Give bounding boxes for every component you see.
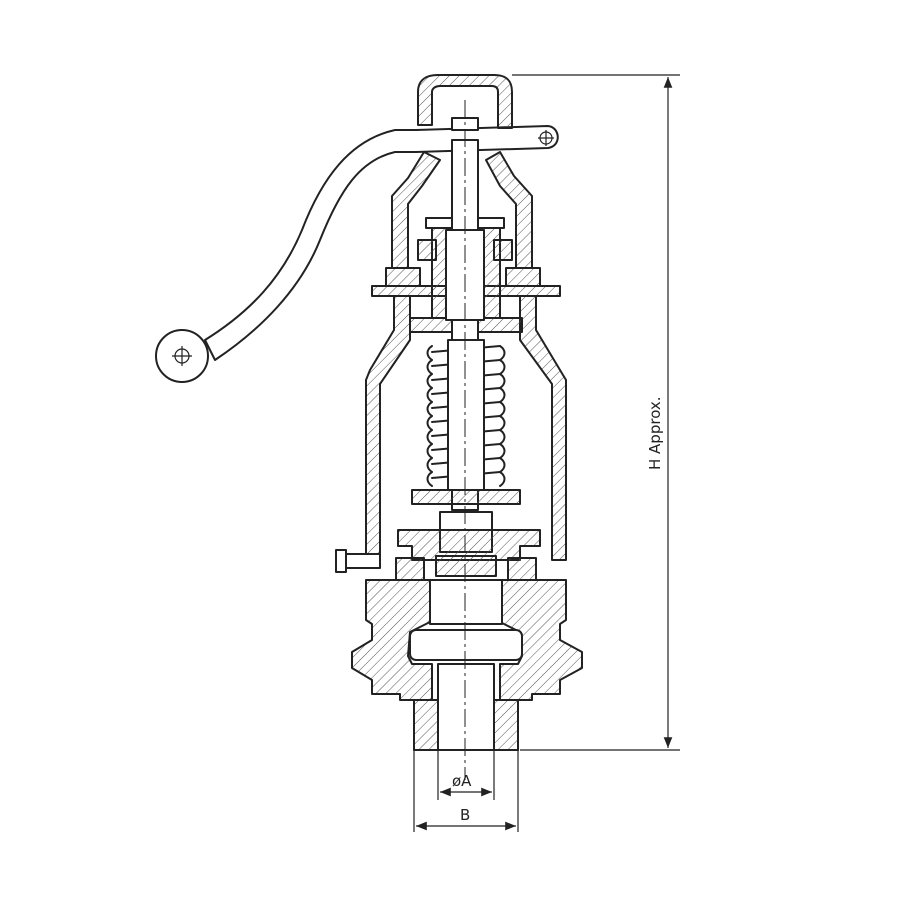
inlet-nozzle: [413, 663, 519, 751]
bonnet-hood: [371, 151, 561, 297]
thread-dimension: B: [413, 750, 519, 832]
disc-holder: [395, 529, 541, 581]
bore-label: øA: [452, 772, 472, 790]
height-label: H Approx.: [646, 396, 664, 470]
locking-screw: [335, 549, 381, 573]
valve-body: [351, 579, 583, 701]
lifting-lever: [155, 125, 559, 383]
height-dimension: H Approx.: [512, 74, 680, 751]
thread-label: B: [460, 806, 470, 824]
bore-dimension: øA: [437, 750, 495, 800]
spring: [426, 339, 506, 491]
